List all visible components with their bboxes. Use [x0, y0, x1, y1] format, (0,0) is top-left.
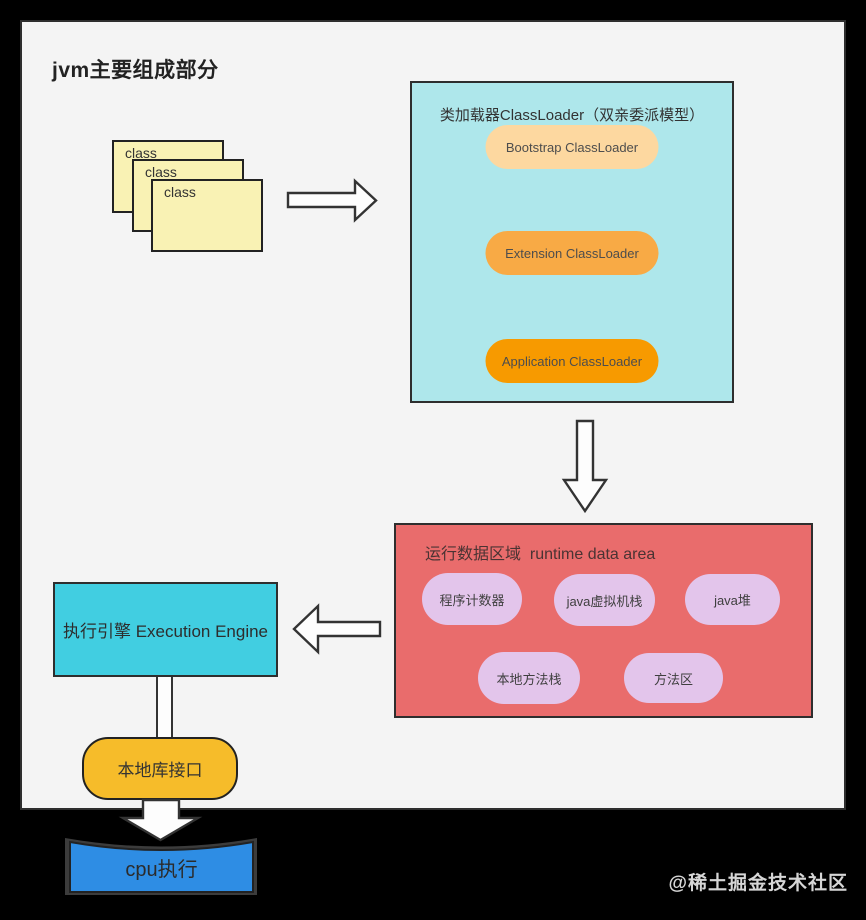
jvm-stack-label: java虚拟机栈 — [566, 593, 643, 609]
cpu-shape — [65, 838, 257, 895]
native-method-stack-pill: 本地方法栈 — [478, 652, 580, 704]
method-area-label: 方法区 — [653, 671, 693, 687]
cpu-label: cpu执行 — [125, 859, 198, 881]
class-file-label: class — [145, 164, 177, 180]
arrow-left-icon — [292, 603, 382, 655]
diagram-canvas: jvm主要组成部分 class class class 类加载器ClassLoa… — [20, 20, 846, 895]
class-file-label: class — [125, 145, 157, 161]
extension-classloader-label: Extension ClassLoader — [505, 245, 639, 261]
page-title: jvm主要组成部分 — [52, 59, 219, 82]
classloader-title: 类加载器ClassLoader（双亲委派模型） — [439, 107, 705, 124]
java-heap-pill: java堆 — [685, 574, 780, 625]
native-library-interface-box: 本地库接口 — [82, 737, 238, 800]
arrow-down-small-icon — [118, 798, 203, 842]
method-area-pill: 方法区 — [624, 653, 723, 703]
extension-classloader-pill: Extension ClassLoader — [485, 231, 659, 275]
pc-register-pill: 程序计数器 — [422, 573, 522, 625]
application-classloader-pill: Application ClassLoader — [485, 339, 659, 383]
runtime-data-area-panel: 运行数据区域 runtime data area 程序计数器 java虚拟机栈 … — [394, 523, 813, 718]
application-classloader-label: Application ClassLoader — [501, 353, 643, 369]
connector-shaft — [156, 677, 173, 737]
native-method-stack-label: 本地方法栈 — [496, 671, 562, 687]
class-file-label: class — [164, 184, 196, 200]
arrow-down-icon — [561, 419, 609, 514]
class-file-note: class — [151, 179, 263, 252]
native-library-interface-label: 本地库接口 — [117, 761, 203, 780]
arrow-right-icon — [286, 178, 378, 223]
jvm-stack-pill: java虚拟机栈 — [554, 574, 655, 626]
pc-register-label: 程序计数器 — [439, 592, 505, 608]
execution-engine-label: 执行引擎 Execution Engine — [62, 622, 269, 641]
bootstrap-classloader-pill: Bootstrap ClassLoader — [485, 125, 659, 169]
watermark: @稀土掘金技术社区 — [668, 873, 848, 894]
classloader-panel: 类加载器ClassLoader（双亲委派模型） Bootstrap ClassL… — [410, 81, 734, 403]
bootstrap-classloader-label: Bootstrap ClassLoader — [505, 139, 639, 155]
execution-engine-box: 执行引擎 Execution Engine — [53, 582, 278, 677]
runtime-data-area-title: 运行数据区域 runtime data area — [425, 546, 656, 563]
java-heap-label: java堆 — [714, 593, 751, 608]
